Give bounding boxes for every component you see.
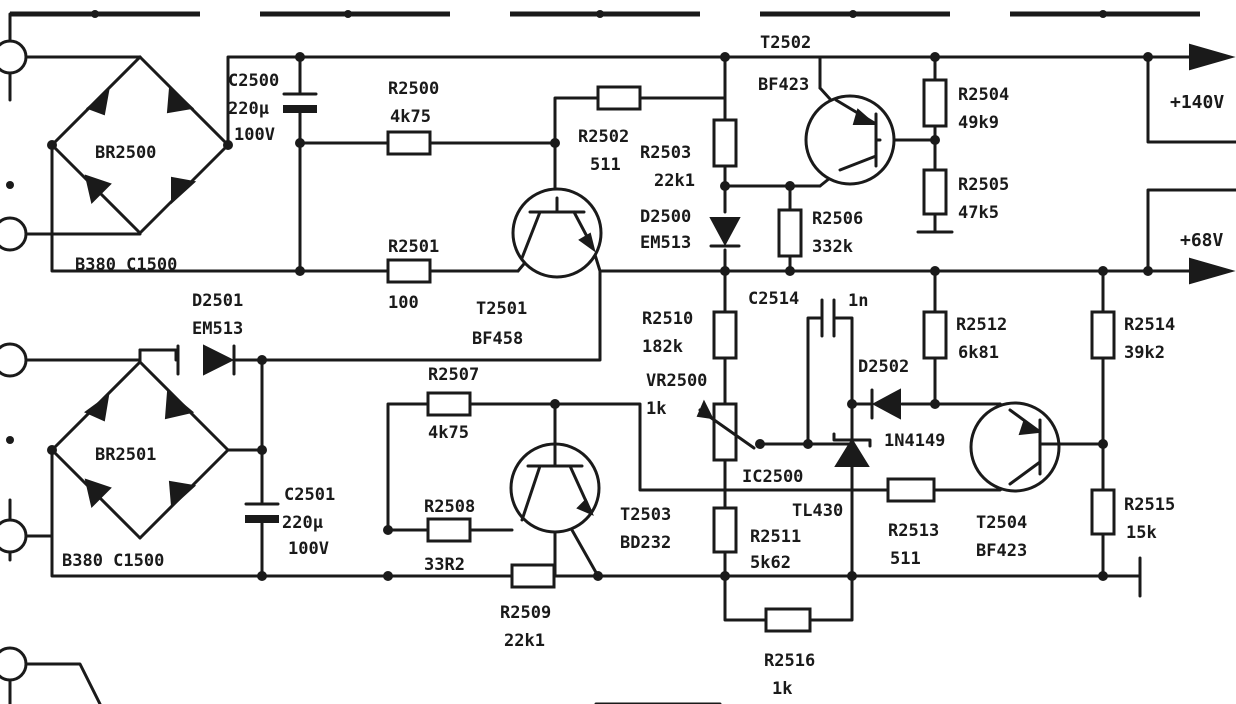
label-r2507-val: 4k75 (428, 423, 469, 443)
label-output-68v: +68V (1180, 230, 1224, 251)
transistor-t2501 (511, 187, 603, 279)
capacitor-c2500 (282, 92, 318, 113)
label-r2500-val: 4k75 (390, 107, 431, 127)
label-r2511: R2511 (750, 527, 801, 547)
label-r2515-val: 15k (1126, 523, 1157, 543)
label-r2512: R2512 (956, 315, 1007, 335)
label-c2501: C2501 (284, 485, 335, 505)
label-c2514-val: 1n (848, 291, 868, 311)
label-t2501: T2501 (476, 299, 527, 319)
label-t2504-type: BF423 (976, 541, 1027, 561)
label-r2513: R2513 (888, 521, 939, 541)
label-c2501-cap: 220µ (282, 513, 323, 533)
capacitor-c2514 (820, 298, 836, 338)
input-terminals (0, 39, 28, 682)
label-r2509: R2509 (500, 603, 551, 623)
label-r2513-val: 511 (890, 549, 921, 569)
label-r2505: R2505 (958, 175, 1009, 195)
diode-d2500 (709, 217, 741, 248)
diode-d2502 (870, 388, 901, 420)
label-vr2500: VR2500 (646, 371, 707, 391)
label-t2501-type: BF458 (472, 329, 523, 349)
label-t2502: T2502 (760, 33, 811, 53)
label-r2504: R2504 (958, 85, 1009, 105)
label-r2505-val: 47k5 (958, 203, 999, 223)
label-r2502: R2502 (578, 127, 629, 147)
label-d2502: D2502 (858, 357, 909, 377)
label-c2500-volt: 100V (234, 125, 275, 145)
board-border (6, 10, 1236, 562)
label-r2504-val: 49k9 (958, 113, 999, 133)
label-br2500-type: B380 C1500 (75, 255, 177, 275)
label-r2508: R2508 (424, 497, 475, 517)
label-r2503-val: 22k1 (654, 171, 695, 191)
label-ic2500: IC2500 (742, 467, 803, 487)
label-c2500: C2500 (228, 71, 279, 91)
label-r2506-val: 332k (812, 237, 853, 257)
label-d2501: D2501 (192, 291, 243, 311)
label-br2501: BR2501 (95, 445, 156, 465)
transistor-t2504 (969, 401, 1062, 493)
junction-dots (47, 52, 1153, 581)
label-c2501-volt: 100V (288, 539, 329, 559)
ic2500-symbol (828, 432, 872, 467)
label-d2501-type: EM513 (192, 319, 243, 339)
label-t2503-type: BD232 (620, 533, 671, 553)
label-r2515: R2515 (1124, 495, 1175, 515)
capacitor-c2501 (244, 502, 280, 523)
label-r2508-val: 33R2 (424, 555, 465, 575)
label-t2502-type: BF423 (758, 75, 809, 95)
label-r2512-val: 6k81 (958, 343, 999, 363)
bridge-br2500-diodes (84, 85, 197, 205)
transistor-t2503 (509, 442, 601, 534)
label-r2516: R2516 (764, 651, 815, 671)
label-r2503: R2503 (640, 143, 691, 163)
label-br2501-type: B380 C1500 (62, 551, 164, 571)
label-r2501-val: 100 (388, 293, 419, 313)
component-labels: BR2500 B380 C1500 BR2501 B380 C1500 C250… (62, 33, 1224, 699)
label-br2500: BR2500 (95, 143, 156, 163)
label-r2510: R2510 (642, 309, 693, 329)
label-r2514: R2514 (1124, 315, 1175, 335)
label-d2502-type: 1N4149 (884, 431, 945, 451)
label-r2507: R2507 (428, 365, 479, 385)
label-vr2500-val: 1k (646, 399, 666, 419)
label-r2501: R2501 (388, 237, 439, 257)
label-t2504: T2504 (976, 513, 1027, 533)
label-c2514: C2514 (748, 289, 799, 309)
label-r2516-val: 1k (772, 679, 792, 699)
diode-d2501 (176, 344, 236, 376)
label-r2506: R2506 (812, 209, 863, 229)
label-r2509-val: 22k1 (504, 631, 545, 651)
potentiometer-vr2500 (696, 399, 756, 462)
transistor-t2502 (804, 94, 896, 186)
label-d2500: D2500 (640, 207, 691, 227)
wiring (8, 55, 1236, 704)
resistors (386, 78, 1116, 633)
bridge-br2501-diodes (84, 389, 197, 509)
label-d2500-type: EM513 (640, 233, 691, 253)
label-r2510-val: 182k (642, 337, 683, 357)
label-r2511-val: 5k62 (750, 553, 791, 573)
label-output-140v: +140V (1170, 92, 1224, 113)
label-c2500-cap: 220µ (228, 99, 269, 119)
label-t2503: T2503 (620, 505, 671, 525)
label-ic2500-type: TL430 (792, 501, 843, 521)
label-r2514-val: 39k2 (1124, 343, 1165, 363)
label-r2502-val: 511 (590, 155, 621, 175)
label-r2500: R2500 (388, 79, 439, 99)
output-arrows (1189, 43, 1236, 285)
